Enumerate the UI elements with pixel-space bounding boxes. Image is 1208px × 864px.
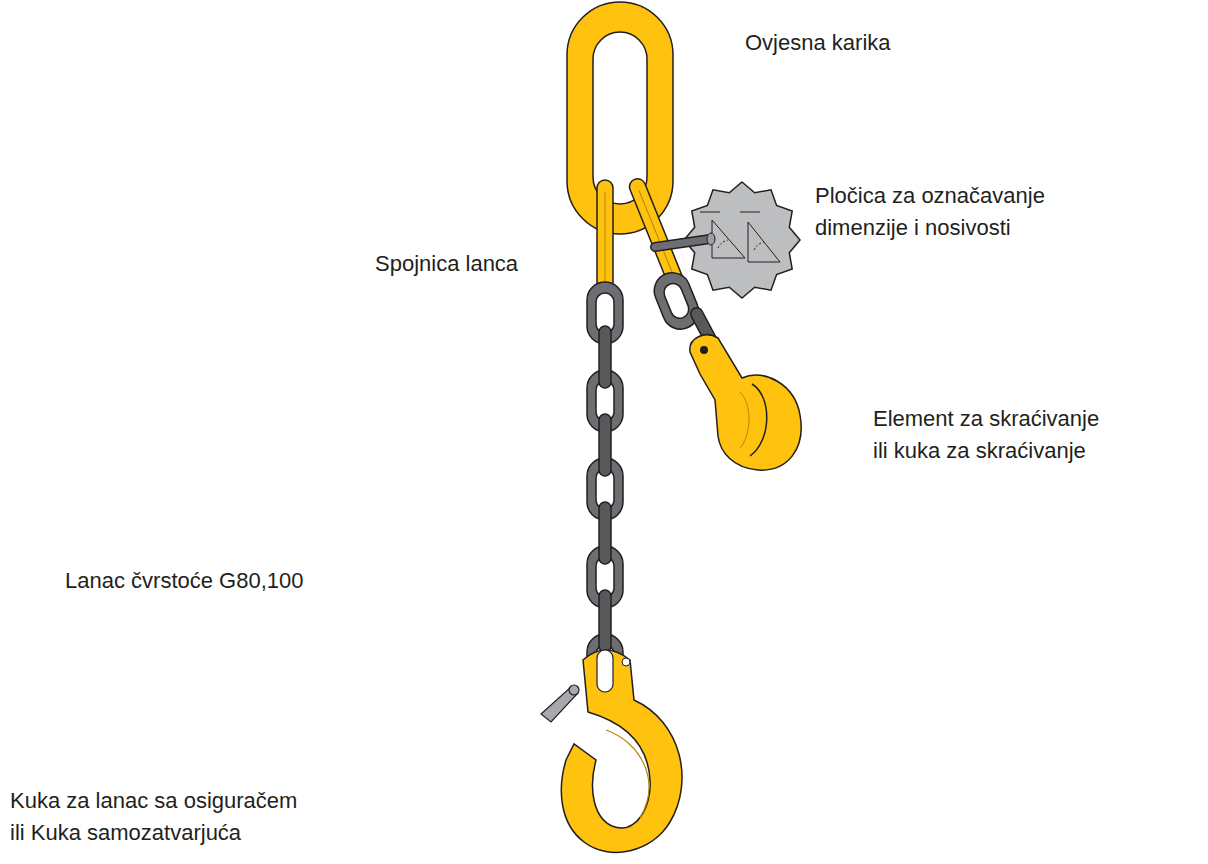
part-label: Lanac čvrstoće G80,100 bbox=[65, 565, 385, 597]
grade-chain bbox=[587, 282, 623, 696]
safety-hook bbox=[541, 650, 682, 852]
chain-link bbox=[599, 326, 611, 388]
tag-pin bbox=[655, 233, 715, 247]
chain-link bbox=[599, 414, 611, 476]
master-link bbox=[567, 2, 673, 234]
part-label: Pločica za označavanje dimenzije i nosiv… bbox=[815, 180, 1060, 244]
chain-link bbox=[599, 590, 611, 652]
part-label: Spojnica lanca bbox=[375, 248, 575, 280]
shortening-hook bbox=[690, 335, 801, 470]
part-label: Ovjesna karika bbox=[745, 27, 1045, 59]
part-label: Kuka za lanac sa osiguračem ili Kuka sam… bbox=[10, 785, 305, 849]
part-label: Element za skraćivanje ili kuka za skrać… bbox=[873, 403, 1108, 467]
chain-link bbox=[599, 502, 611, 564]
